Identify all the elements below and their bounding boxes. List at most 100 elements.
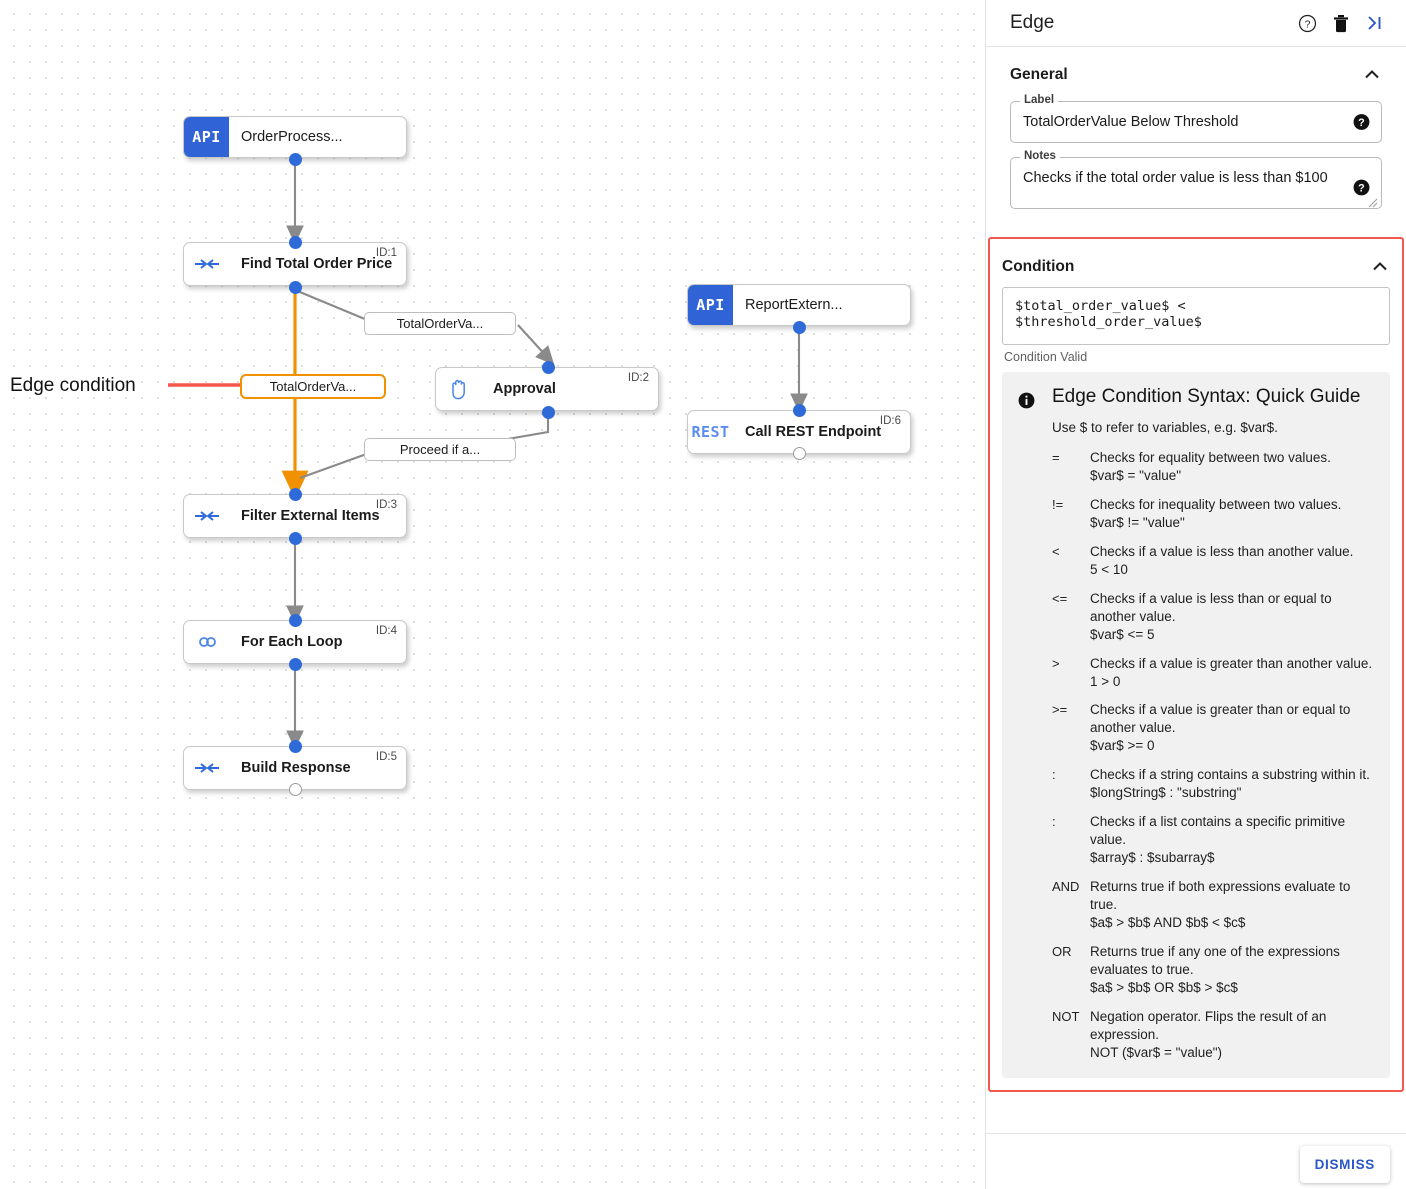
operator-symbol: : [1052,767,1056,783]
operator-description: Returns true if both expressions evaluat… [1090,879,1351,913]
operator-symbol: = [1052,450,1060,465]
operator-description: Checks if a value is greater than or equ… [1090,702,1351,736]
node-title: Filter External Items [241,508,380,524]
node-order-process[interactable]: API OrderProcess... [183,116,407,158]
node-title: Build Response [241,760,351,776]
node-output-port[interactable] [289,532,302,545]
condition-section-header[interactable]: Condition [1002,239,1390,287]
node-input-port[interactable] [793,404,806,417]
operator-row: > Checks if a value is greater than anot… [1052,655,1374,691]
node-id-tag: ID:3 [375,499,397,511]
notes-resize-handle[interactable] [1368,196,1378,208]
node-output-port[interactable] [793,321,806,334]
node-title: For Each Loop [241,634,343,650]
operator-example: $a$ > $b$ AND $b$ < $c$ [1090,915,1246,931]
operator-row: >= Checks if a value is greater than or … [1052,701,1374,755]
condition-expression-input[interactable]: $total_order_value$ < $threshold_order_v… [1002,287,1390,345]
chevron-up-icon[interactable] [1362,65,1382,85]
node-output-port[interactable] [289,281,302,294]
operator-example: $a$ > $b$ OR $b$ > $c$ [1090,979,1238,995]
operator-example: $var$ != "value" [1090,514,1185,530]
operator-description: Checks if a value is less than or equal … [1090,590,1332,624]
help-icon[interactable]: ? [1290,6,1324,40]
label-field-value: TotalOrderValue Below Threshold [1023,114,1239,130]
node-id-tag: ID:1 [375,247,397,259]
operator-row: : Checks if a list contains a specific p… [1052,813,1374,867]
edge-label[interactable]: TotalOrderVa... [364,312,516,335]
condition-status-text: Condition Valid [1004,350,1088,364]
label-field[interactable]: Label TotalOrderValue Below Threshold ? [1010,94,1382,143]
edge-label-text: TotalOrderVa... [396,316,484,331]
node-call-rest-endpoint[interactable]: REST Call REST Endpoint ID:6 [687,410,911,454]
operator-symbol: >= [1052,702,1068,718]
condition-syntax-guide: Edge Condition Syntax: Quick Guide Use $… [1002,372,1390,1078]
general-section-header[interactable]: General [1000,47,1392,95]
operator-row: != Checks for inequality between two val… [1052,496,1374,532]
node-report-external[interactable]: API ReportExtern... [687,284,911,326]
edge-label[interactable]: Proceed if a... [364,438,516,461]
operator-row: <= Checks if a value is less than or equ… [1052,590,1374,644]
panel-footer: DISMISS [986,1133,1406,1189]
guide-lead: Use $ to refer to variables, e.g. $var$. [1052,420,1278,435]
node-output-port[interactable] [542,406,555,419]
rest-icon: REST [691,423,730,441]
operator-example: $array$ : $subarray$ [1090,850,1215,866]
notes-field-label: Notes [1020,150,1060,162]
operator-example: 5 < 10 [1090,561,1128,577]
node-output-port[interactable] [289,658,302,671]
chevron-up-icon[interactable] [1370,257,1390,277]
label-field-label: Label [1020,94,1059,106]
node-input-port[interactable] [289,488,302,501]
node-title: OrderProcess... [241,129,343,145]
svg-text:?: ? [1358,182,1365,194]
workflow-canvas[interactable]: Edge condition API OrderProcess... [0,0,985,1189]
node-input-port[interactable] [542,361,555,374]
operator-example: $longString$ : "substring" [1090,785,1242,801]
node-input-port[interactable] [289,740,302,753]
hand-icon [436,368,481,410]
transform-icon [184,495,229,537]
operator-example: $var$ >= 0 [1090,738,1155,754]
node-input-port[interactable] [289,614,302,627]
node-output-port[interactable] [289,783,302,796]
node-id-tag: ID:5 [375,751,397,763]
operator-symbol: NOT [1052,1008,1080,1024]
operator-row: : Checks if a string contains a substrin… [1052,766,1374,802]
operator-symbol: <= [1052,590,1068,606]
node-id-tag: ID:2 [627,372,649,384]
operator-row: = Checks for equality between two values… [1052,449,1374,485]
node-title: Approval [493,381,556,397]
label-help-icon[interactable]: ? [1353,114,1370,131]
operator-description: Negation operator. Flips the result of a… [1090,1008,1327,1042]
notes-help-icon[interactable]: ? [1353,179,1370,196]
edge-label-text: Proceed if a... [399,442,481,457]
condition-section: Condition $total_order_value$ < $thresho… [988,237,1404,1092]
notes-field-value: Checks if the total order value is less … [1023,170,1328,186]
operator-symbol: < [1052,543,1060,559]
node-input-port[interactable] [289,236,302,249]
edge-label-selected[interactable]: TotalOrderVa... [240,374,386,399]
operator-symbol: : [1052,814,1056,830]
operator-symbol: != [1052,496,1064,512]
node-id-tag: ID:4 [375,625,397,637]
operator-description: Checks for inequality between two values… [1090,496,1342,512]
delete-icon[interactable] [1324,6,1358,40]
node-output-port[interactable] [793,447,806,460]
operator-row: OR Returns true if any one of the expres… [1052,943,1374,997]
collapse-panel-icon[interactable] [1358,6,1392,40]
api-icon: API [184,117,229,157]
operator-row: AND Returns true if both expressions eva… [1052,878,1374,932]
edge-label-text: TotalOrderVa... [269,379,357,394]
operator-symbol: > [1052,655,1060,671]
operator-description: Checks if a value is less than another v… [1090,543,1354,559]
svg-text:?: ? [1358,117,1365,129]
operator-example: $var$ = "value" [1090,467,1182,483]
dismiss-button[interactable]: DISMISS [1299,1146,1390,1183]
operator-description: Checks if a value is greater than anothe… [1090,655,1373,671]
loop-icon [184,621,229,663]
operator-description: Checks for equality between two values. [1090,450,1331,465]
condition-heading: Condition [1002,258,1075,275]
operator-example: $var$ <= 5 [1090,626,1155,642]
notes-field[interactable]: Notes Checks if the total order value is… [1010,150,1382,209]
node-output-port[interactable] [289,153,302,166]
